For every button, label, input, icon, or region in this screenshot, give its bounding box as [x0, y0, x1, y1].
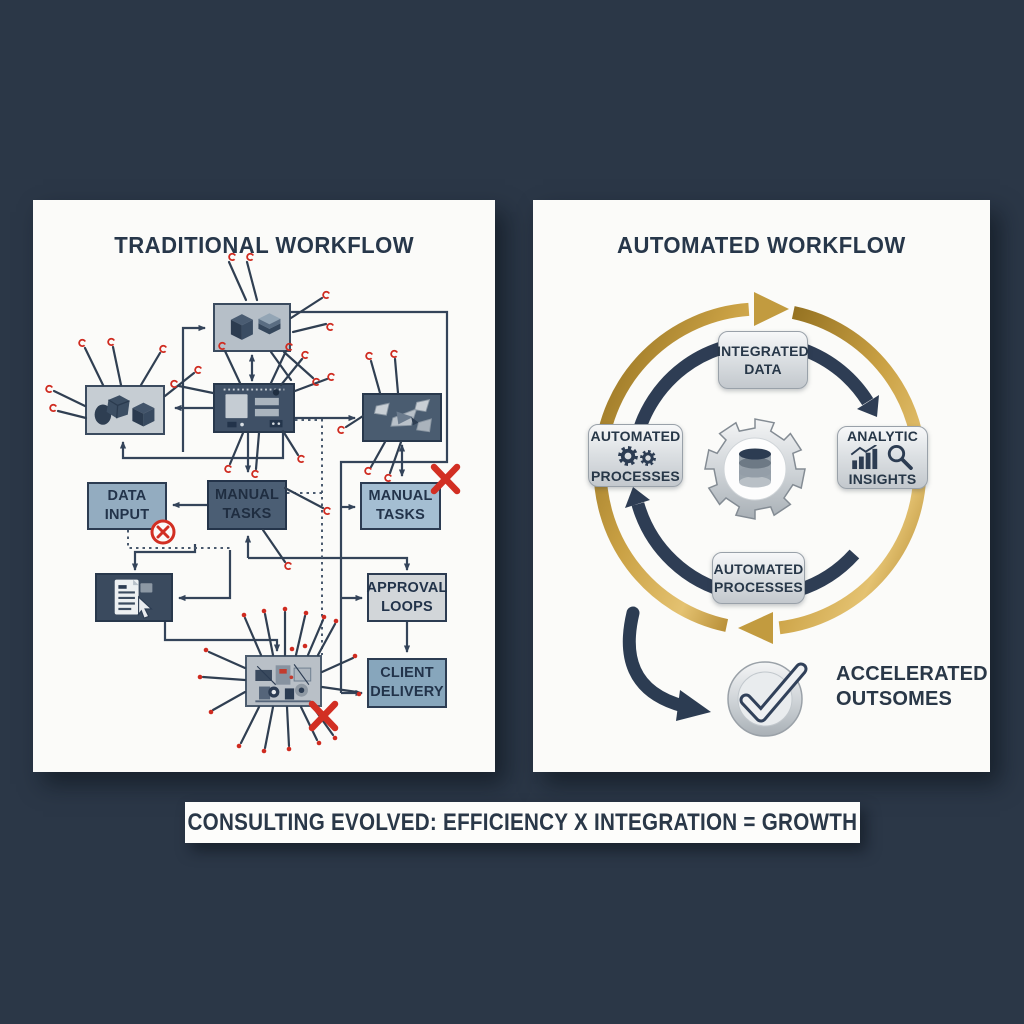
data-input-label-1: DATA	[107, 488, 147, 504]
automated-workflow-panel: AUTOMATED WORKFLOW	[533, 200, 990, 772]
automated-processes-bottom-label-1: AUTOMATED	[713, 561, 804, 577]
analytic-insights-node: ANALYTIC INSIGHTS	[837, 426, 928, 489]
left-panel-title: TRADITIONAL WORKFLOW	[114, 232, 414, 258]
data-input-label-2: INPUT	[104, 507, 150, 523]
approval-loops-label-1: APPROVAL	[366, 579, 448, 596]
shapes-icon	[94, 395, 155, 427]
bar-chart-magnifier-icon	[850, 445, 913, 470]
manual-tasks-center-box: MANUAL TASKS	[207, 480, 287, 530]
automated-processes-bottom-node: AUTOMATED PROCESSES	[712, 552, 805, 604]
automated-processes-label-2: PROCESSES	[591, 467, 680, 484]
outcome-label-1: ACCELERATED	[836, 663, 988, 685]
down-curve-arrow	[622, 606, 711, 721]
circuit-board-icon	[223, 388, 285, 428]
integrated-data-label-1: INTEGRATED	[717, 343, 809, 359]
accelerated-outcomes-label: ACCELERATED OUTSOMES	[836, 662, 988, 712]
fragmented-output-box	[362, 393, 442, 442]
overloaded-desk-box	[245, 655, 322, 707]
manual-system-box	[213, 383, 295, 433]
data-sources-box	[213, 303, 291, 352]
navy-arrowhead-left	[625, 487, 650, 508]
client-delivery-label-1: CLIENT	[380, 665, 434, 681]
magnifier-icon	[887, 445, 913, 470]
gear-database-icon	[704, 418, 806, 520]
approval-loops-label-2: LOOPS	[381, 598, 433, 615]
analytic-insights-label-2: INSIGHTS	[848, 471, 917, 487]
broken-pieces-icon	[373, 398, 432, 433]
automated-processes-bottom-label-2: PROCESSES	[714, 579, 803, 595]
cubes-icon	[230, 313, 281, 340]
manual-tasks-label-2: TASKS	[222, 506, 272, 522]
dotted-connectors	[127, 419, 323, 655]
client-delivery-label-2: DELIVERY	[370, 684, 444, 700]
checkmark-circle-icon	[727, 661, 808, 737]
manual-tasks-right-label-2: TASKS	[375, 507, 426, 523]
analytic-insights-label-1: ANALYTIC	[846, 428, 919, 444]
right-panel-title: AUTOMATED WORKFLOW	[617, 232, 906, 258]
caption-bar: CONSULTING EVOLVED: EFFICIENCY X INTEGRA…	[185, 802, 860, 843]
document-cursor-icon	[114, 579, 153, 619]
outcome-label-2: OUTSOMES	[836, 688, 953, 710]
integrated-data-node: INTEGRATED DATA	[717, 331, 809, 389]
approval-loops-box: APPROVAL LOOPS	[366, 573, 448, 622]
gears-icon	[617, 445, 656, 466]
client-delivery-box: CLIENT DELIVERY	[367, 658, 447, 708]
gold-arrowhead-bottom	[738, 612, 773, 644]
automated-processes-node: AUTOMATED PROCESSES	[588, 424, 683, 487]
manual-tasks-label-1: MANUAL	[214, 487, 280, 503]
caption-text: CONSULTING EVOLVED: EFFICIENCY X INTEGRA…	[187, 808, 858, 836]
integrated-data-label-2: DATA	[744, 361, 782, 377]
data-input-box: DATA INPUT	[87, 482, 167, 530]
bar-chart-icon	[850, 445, 877, 470]
materials-box	[85, 385, 165, 435]
manual-tasks-right-box: MANUAL TASKS	[360, 482, 441, 530]
paperwork-box	[95, 573, 173, 622]
automated-processes-label-1: AUTOMATED	[590, 427, 681, 444]
traditional-workflow-panel: TRADITIONAL WORKFLOW	[33, 200, 495, 772]
gold-arrowhead-top	[754, 292, 789, 326]
database-icon	[739, 448, 771, 488]
manual-tasks-right-label-1: MANUAL	[368, 488, 433, 504]
cluttered-machine-icon	[255, 664, 312, 703]
navy-arrowhead-right	[857, 395, 879, 417]
